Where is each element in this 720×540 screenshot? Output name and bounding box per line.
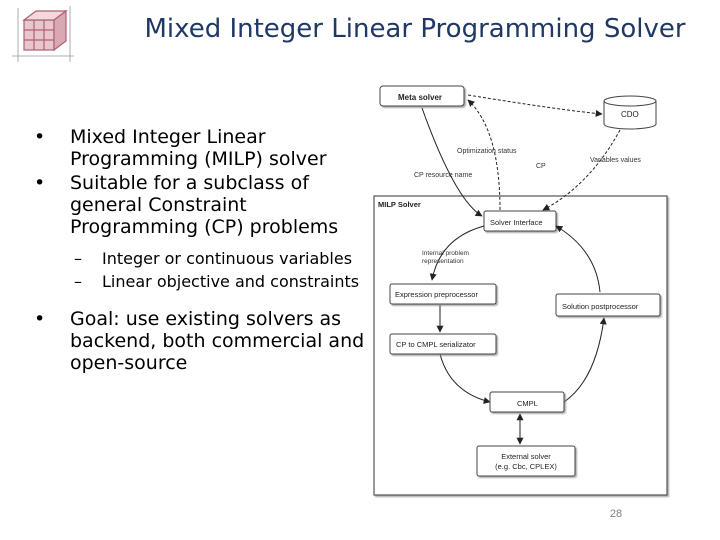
cp-label: CP [536,163,546,170]
external-solver-label-1: External solver [501,452,551,461]
arrow-interface-to-meta [467,99,501,211]
page-title: Mixed Integer Linear Programming Solver [144,14,686,44]
milp-solver-label: MILP Solver [378,200,421,209]
cdo-database-icon: CDO [603,95,657,130]
solution-postprocessor-label: Solution postprocessor [562,302,639,311]
arrow-meta-to-interface [421,107,483,217]
bullet-milp: Mixed Integer Linear Programming (MILP) … [28,126,378,170]
bullet-goal: Goal: use existing solvers as backend, b… [28,308,378,374]
internal-problem-label-1: Internal problem [422,250,469,257]
solver-interface-label: Solver Interface [490,218,543,227]
meta-solver-box: Meta solver [379,85,465,107]
meta-solver-label: Meta solver [398,93,442,102]
solver-interface-box: Solver Interface [483,210,557,232]
cmpl-label: CMPL [517,399,538,408]
cp-to-cmpl-label: CP to CMPL serializator [396,340,476,349]
cdo-label: CDO [621,110,639,119]
arrow-interface-to-cdo [542,129,621,211]
cmpl-box: CMPL [489,391,565,413]
cp-to-cmpl-box: CP to CMPL serializator [389,333,497,355]
internal-problem-label-2: representation [422,258,464,265]
sub-bullet-variables: Integer or continuous variables [28,248,378,269]
arrow-postprocessor-to-interface [555,225,601,293]
cp-resource-name-label: CP resource name [414,172,472,179]
arrow-meta-to-cdo [467,94,603,117]
arrow-serializer-to-cmpl [439,353,491,404]
external-solver-box: External solver (e.g. Cbc, CPLEX) [476,445,576,477]
page-number: 28 [609,508,623,520]
arrow-cmpl-to-postprocessor [563,317,607,403]
sub-bullet-linear: Linear objective and constraints [28,271,378,292]
optimization-status-label: Optimization status [457,148,517,155]
expression-preprocessor-box: Expression preprocessor [389,283,497,305]
bullet-list: Mixed Integer Linear Programming (MILP) … [28,126,378,376]
bullet-cp-subclass: Suitable for a subclass of general Const… [28,172,378,238]
solution-postprocessor-box: Solution postprocessor [555,293,661,317]
external-solver-label-2: (e.g. Cbc, CPLEX) [495,462,557,471]
expression-preprocessor-label: Expression preprocessor [395,290,478,299]
arrow-interface-to-preprocessor [429,225,485,281]
sub-bullet-list: Integer or continuous variables Linear o… [28,248,378,292]
logo-cube-icon [12,6,74,62]
variables-values-label: Variables values [590,157,641,164]
milp-solver-frame: MILP Solver [373,195,668,496]
